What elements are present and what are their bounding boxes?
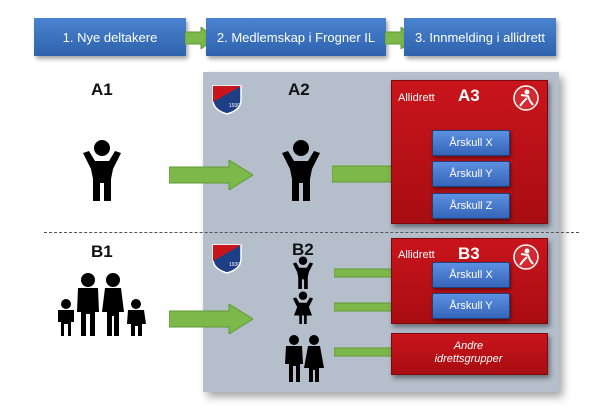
other-sports-label: Andre idrettsgrupper — [391, 340, 546, 366]
frogner-logo-icon: 1930 — [212, 244, 242, 274]
year-group-x-button[interactable]: Årskull X — [432, 262, 510, 288]
label-a2: A2 — [288, 80, 310, 99]
label-b1: B1 — [91, 242, 113, 261]
allidrett-label: Allidrett — [398, 92, 435, 104]
allidrett-emblem-icon — [513, 244, 539, 270]
allidrett-emblem-icon — [513, 85, 539, 111]
svg-text:1930: 1930 — [229, 262, 240, 268]
year-group-z-button[interactable]: Årskull Z — [432, 193, 510, 219]
arrow-b1-to-b2 — [169, 304, 253, 334]
step-1-nye-deltakere: 1. Nye deltakere — [34, 18, 186, 56]
child-icon — [282, 140, 320, 201]
arrow-a1-to-a2 — [169, 160, 253, 190]
year-group-x-button[interactable]: Årskull X — [432, 130, 510, 156]
other-sports-line-1: Andre — [453, 340, 484, 352]
child-icon — [83, 140, 121, 201]
allidrett-label: Allidrett — [398, 249, 435, 261]
frogner-logo-icon: 1930 — [212, 85, 242, 115]
label-b2: B2 — [292, 240, 314, 259]
section-divider — [44, 232, 579, 233]
label-a1: A1 — [91, 80, 113, 99]
box-title-a3: A3 — [458, 86, 480, 105]
svg-text:1930: 1930 — [229, 103, 240, 109]
girl-icon — [292, 291, 314, 324]
step-3-innmelding: 3. Innmelding i allidrett — [404, 18, 556, 56]
step-2-medlemskap: 2. Medlemskap i Frogner IL — [206, 18, 386, 56]
year-group-y-button[interactable]: Årskull Y — [432, 293, 510, 319]
adults-icon — [285, 335, 324, 382]
box-title-b3: B3 — [458, 244, 480, 263]
other-sports-box — [391, 333, 548, 375]
year-group-y-button[interactable]: Årskull Y — [432, 161, 510, 187]
other-sports-line-2: idrettsgrupper — [434, 353, 503, 365]
child-icon — [292, 256, 314, 289]
family-icon — [58, 273, 146, 336]
